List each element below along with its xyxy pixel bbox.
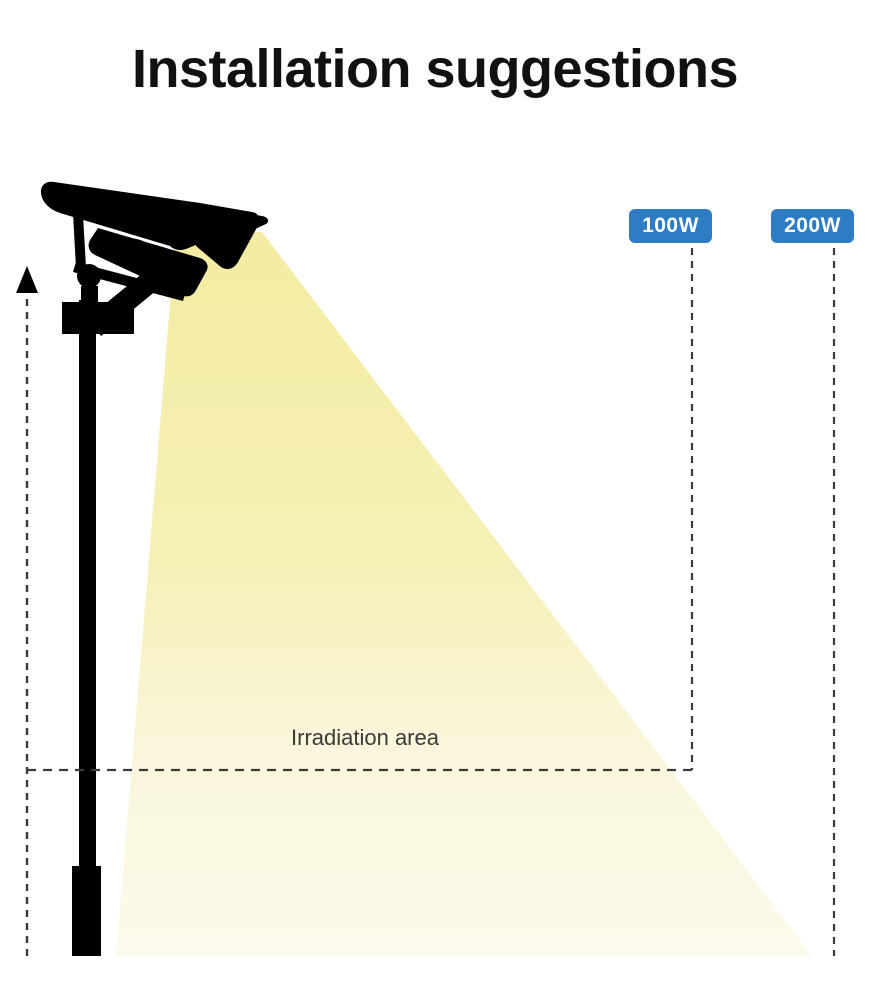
page-title: Installation suggestions xyxy=(131,39,739,99)
irradiation-area-label: Irradiation area xyxy=(291,725,439,750)
illustration-area xyxy=(16,181,836,956)
street-light-fixture xyxy=(40,181,269,956)
wattage-badge-200w: 200W xyxy=(771,209,854,243)
wattage-badge-100w: 100W xyxy=(629,209,712,243)
light-cone xyxy=(116,232,812,956)
mounting-height-arrow xyxy=(16,266,38,956)
